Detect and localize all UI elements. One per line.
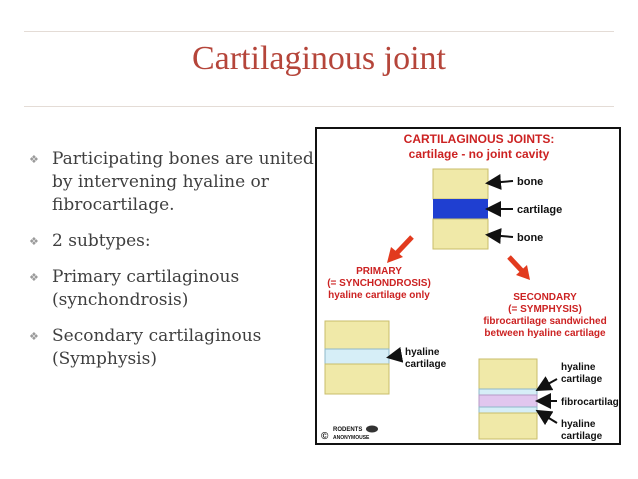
diamond-ornament-icon: ❖ [29,153,39,166]
cartilage-layer [433,199,488,219]
label-cartilage: cartilage [561,431,603,442]
label-cartilage: cartilage [405,359,447,370]
bullet-text: Participating bones are united by interv… [52,149,314,215]
label-bone: bone [517,176,543,188]
fibrocartilage-layer [478,394,538,408]
figure-subheader: cartilage - no joint cavity [409,147,550,161]
label-hyaline: hyaline [561,419,596,430]
secondary-joint-diagram: hyaline cartilage fibrocartilage hyaline… [478,358,619,442]
copyright-credit: © RODENTS ANONYMOUSE [321,425,378,442]
secondary-description: between hyaline cartilage [484,328,606,339]
secondary-subtitle: (= SYMPHYSIS) [508,304,582,315]
hyaline-cartilage-layer [324,348,390,365]
credit-text: ANONYMOUSE [333,435,370,441]
label-hyaline: hyaline [561,362,596,373]
secondary-description: fibrocartilage sandwiched [483,316,606,327]
figure-header: CARTILAGINOUS JOINTS: [404,132,555,146]
bullet-list: ❖ Participating bones are united by inte… [24,148,314,384]
label-cartilage: cartilage [517,204,562,216]
credit-text: RODENTS [333,427,362,433]
bullet-item: ❖ Primary cartilaginous (synchondrosis) [24,266,314,312]
cartilaginous-joints-figure: CARTILAGINOUS JOINTS: cartilage - no joi… [315,127,621,445]
bullet-text: 2 subtypes: [52,231,151,251]
label-fibrocartilage: fibrocartilage [561,397,619,408]
arrow-icon [387,235,414,263]
arrow-icon [507,255,530,280]
bone-bottom [432,218,489,250]
label-cartilage: cartilage [561,374,603,385]
secondary-title: SECONDARY [513,292,577,303]
label-bone: bone [517,232,543,244]
copyright-icon: © [321,431,329,442]
diamond-ornament-icon: ❖ [29,235,39,248]
title-divider [24,106,614,107]
primary-joint-diagram: hyaline cartilage [324,320,447,395]
bullet-text: Primary cartilaginous (synchondrosis) [52,267,240,310]
bullet-item: ❖ Participating bones are united by inte… [24,148,314,217]
bullet-item: ❖ Secondary cartilaginous (Symphysis) [24,325,314,371]
slide-title: Cartilaginous joint [191,40,447,77]
bone-top [432,168,489,200]
diamond-ornament-icon: ❖ [29,271,39,284]
top-divider [24,31,614,32]
bullet-text: Secondary cartilaginous (Symphysis) [52,326,262,369]
hyaline-cartilage-layer [478,406,538,414]
generic-joint-diagram: bone cartilage bone [432,168,562,250]
primary-title: PRIMARY [356,266,402,277]
mouse-icon [366,425,378,433]
hyaline-cartilage-layer [478,388,538,396]
primary-description: hyaline cartilage only [328,290,430,301]
diamond-ornament-icon: ❖ [29,330,39,343]
bullet-item: ❖ 2 subtypes: [24,230,314,253]
primary-subtitle: (= SYNCHONDROSIS) [327,278,431,289]
label-hyaline: hyaline [405,347,440,358]
